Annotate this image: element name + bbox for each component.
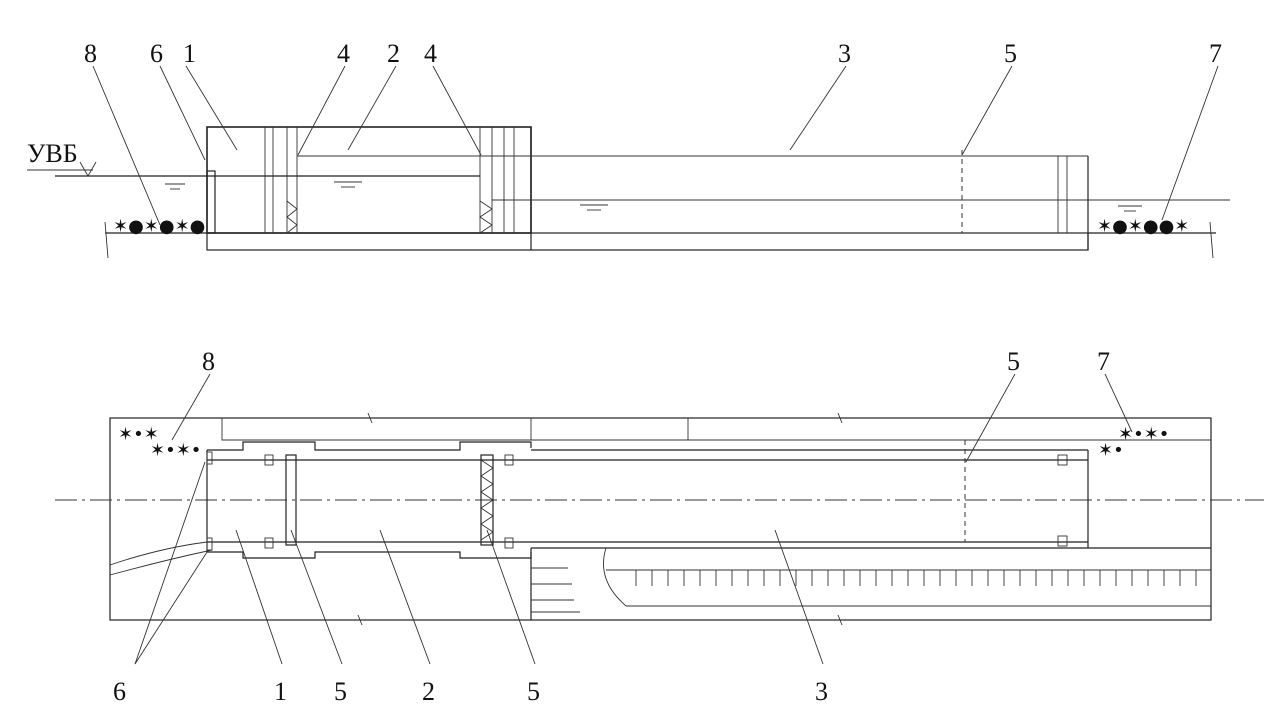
plan-label-1: 1: [274, 677, 287, 706]
plan-label-8: 8: [202, 347, 215, 376]
base-slab: [206, 232, 1089, 251]
plan-view: ✶•✶ ✶•✶• ✶•✶• ✶• 8 5 7 6 1 5 2 5 3: [55, 347, 1264, 706]
plan-label-2: 2: [422, 677, 435, 706]
plan-vegetation-left-2: ✶•✶•: [150, 440, 201, 461]
elevation-view: УВБ ✶●✶●✶● ✶●✶●●✶ 8 6 1 4 2 4 3 5 7: [27, 39, 1230, 259]
head-structure: [206, 126, 532, 234]
plan-label-5b: 5: [527, 677, 540, 706]
elev-label-8: 8: [84, 39, 97, 68]
ground-break-left: [104, 221, 109, 259]
ground-break-right: [1209, 221, 1214, 259]
plan-label-5a: 5: [334, 677, 347, 706]
plan-vegetation-left: ✶•✶: [118, 424, 159, 445]
elev-label-6: 6: [150, 39, 163, 68]
water-level-label: УВБ: [27, 139, 78, 168]
elev-label-1: 1: [183, 39, 196, 68]
plan-label-7: 7: [1097, 347, 1110, 376]
elev-label-7: 7: [1209, 39, 1222, 68]
plan-leaders: [134, 373, 1133, 665]
elev-label-3: 3: [838, 39, 851, 68]
plan-label-5-top: 5: [1007, 347, 1020, 376]
elev-label-5: 5: [1004, 39, 1017, 68]
filter-zigzag-2: [479, 200, 493, 234]
plan-boundary: [109, 417, 1212, 621]
plan-label-6: 6: [113, 677, 126, 706]
elev-label-2: 2: [387, 39, 400, 68]
vegetation-left: ✶●✶●✶●: [113, 216, 205, 237]
plan-vegetation-right: ✶•✶•: [1118, 424, 1169, 445]
water-surface-symbols: [165, 181, 1142, 212]
elev-label-4a: 4: [337, 39, 350, 68]
filter-zigzag-1: [286, 200, 298, 234]
elevation-leaders: [92, 65, 1219, 226]
plan-label-3: 3: [815, 677, 828, 706]
elev-label-4b: 4: [424, 39, 437, 68]
slope-hatching: [635, 570, 1197, 586]
vegetation-right: ✶●✶●●✶: [1097, 216, 1189, 237]
inlet-slot: [206, 170, 216, 234]
plan-vegetation-right-2: ✶•: [1098, 440, 1124, 461]
filter-1: [285, 454, 297, 546]
